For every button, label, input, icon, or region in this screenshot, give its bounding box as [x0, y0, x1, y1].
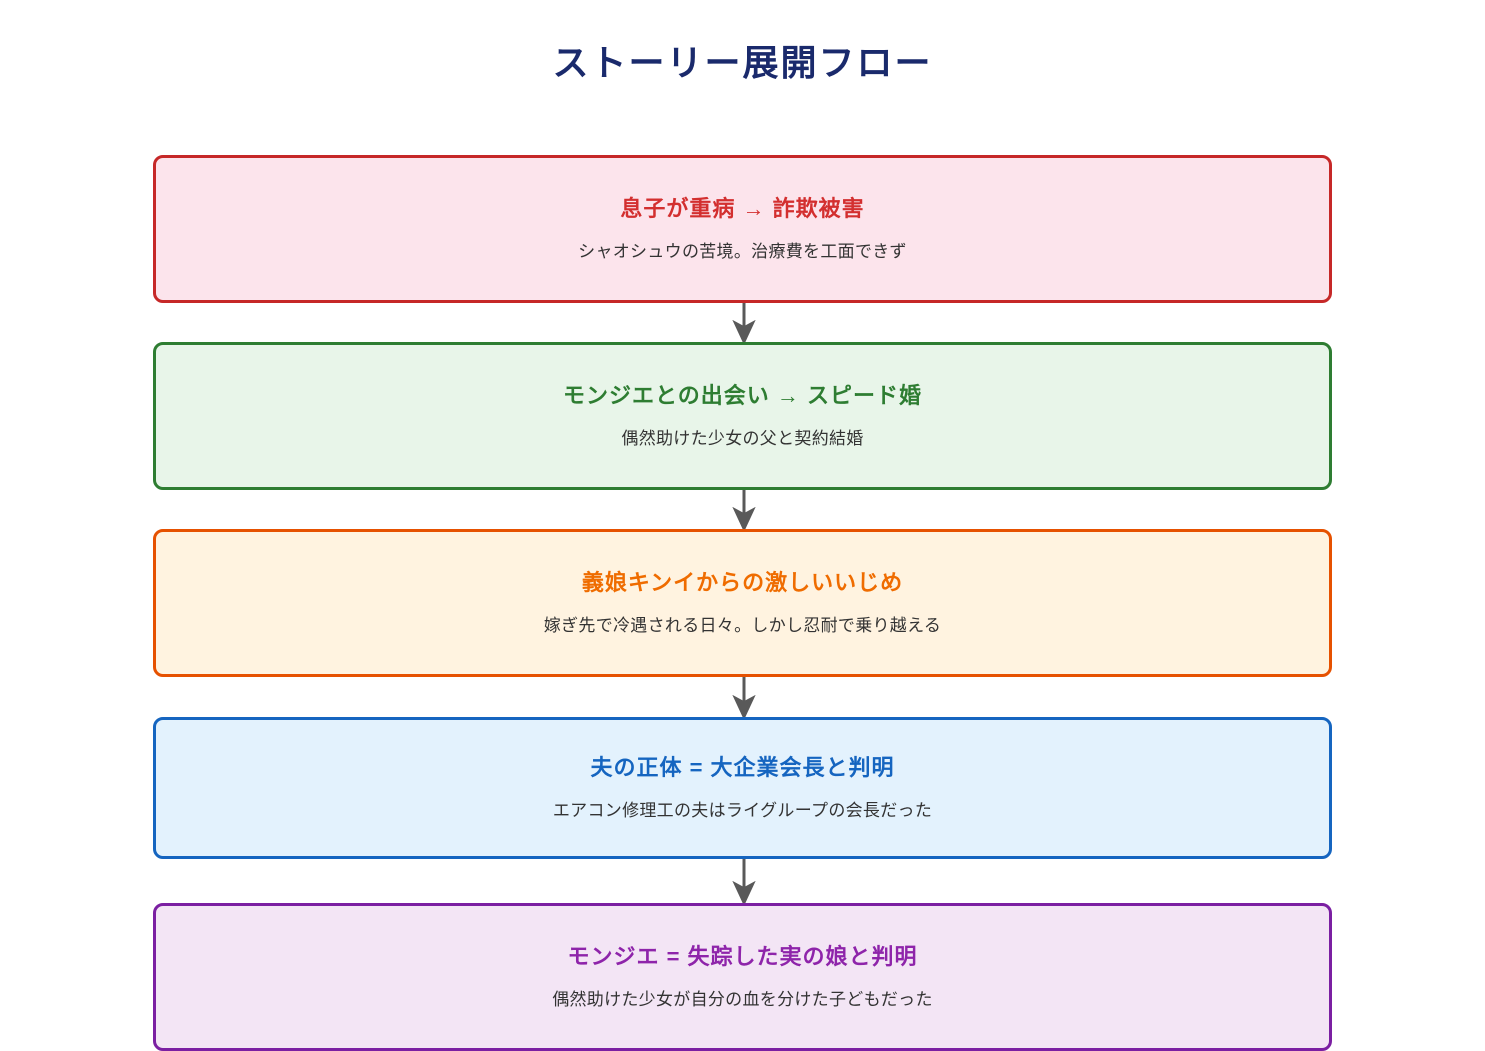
flow-node-4[interactable]: 夫の正体 = 大企業会長と判明 エアコン修理工の夫はライグループの会長だった: [153, 717, 1332, 859]
flow-node-5-title: モンジエ = 失踪した実の娘と判明: [567, 944, 918, 970]
flow-node-4-title: 夫の正体 = 大企業会長と判明: [590, 755, 895, 781]
flow-node-1-subtitle: シャオシュウの苦境。治療費を工面できず: [578, 241, 907, 261]
flow-node-2[interactable]: モンジエとの出会い → スピード婚 偶然助けた少女の父と契約結婚: [153, 342, 1332, 490]
flow-node-2-title: モンジエとの出会い → スピード婚: [562, 383, 922, 409]
flow-node-3[interactable]: 義娘キンイからの激しいいじめ 嫁ぎ先で冷遇される日々。しかし忍耐で乗り越える: [153, 529, 1332, 677]
flow-node-5-subtitle: 偶然助けた少女が自分の血を分けた子どもだった: [552, 989, 933, 1009]
flow-node-3-title: 義娘キンイからの激しいいじめ: [581, 570, 904, 596]
flow-node-1-title: 息子が重病 → 詐欺被害: [620, 196, 865, 222]
flow-node-1[interactable]: 息子が重病 → 詐欺被害 シャオシュウの苦境。治療費を工面できず: [153, 155, 1332, 303]
flow-node-4-subtitle: エアコン修理工の夫はライグループの会長だった: [552, 800, 933, 820]
flow-node-5[interactable]: モンジエ = 失踪した実の娘と判明 偶然助けた少女が自分の血を分けた子どもだった: [153, 903, 1332, 1051]
flow-node-3-subtitle: 嫁ぎ先で冷遇される日々。しかし忍耐で乗り越える: [543, 615, 942, 635]
page-title: ストーリー展開フロー: [552, 42, 933, 83]
flow-node-2-subtitle: 偶然助けた少女の父と契約結婚: [621, 428, 864, 448]
